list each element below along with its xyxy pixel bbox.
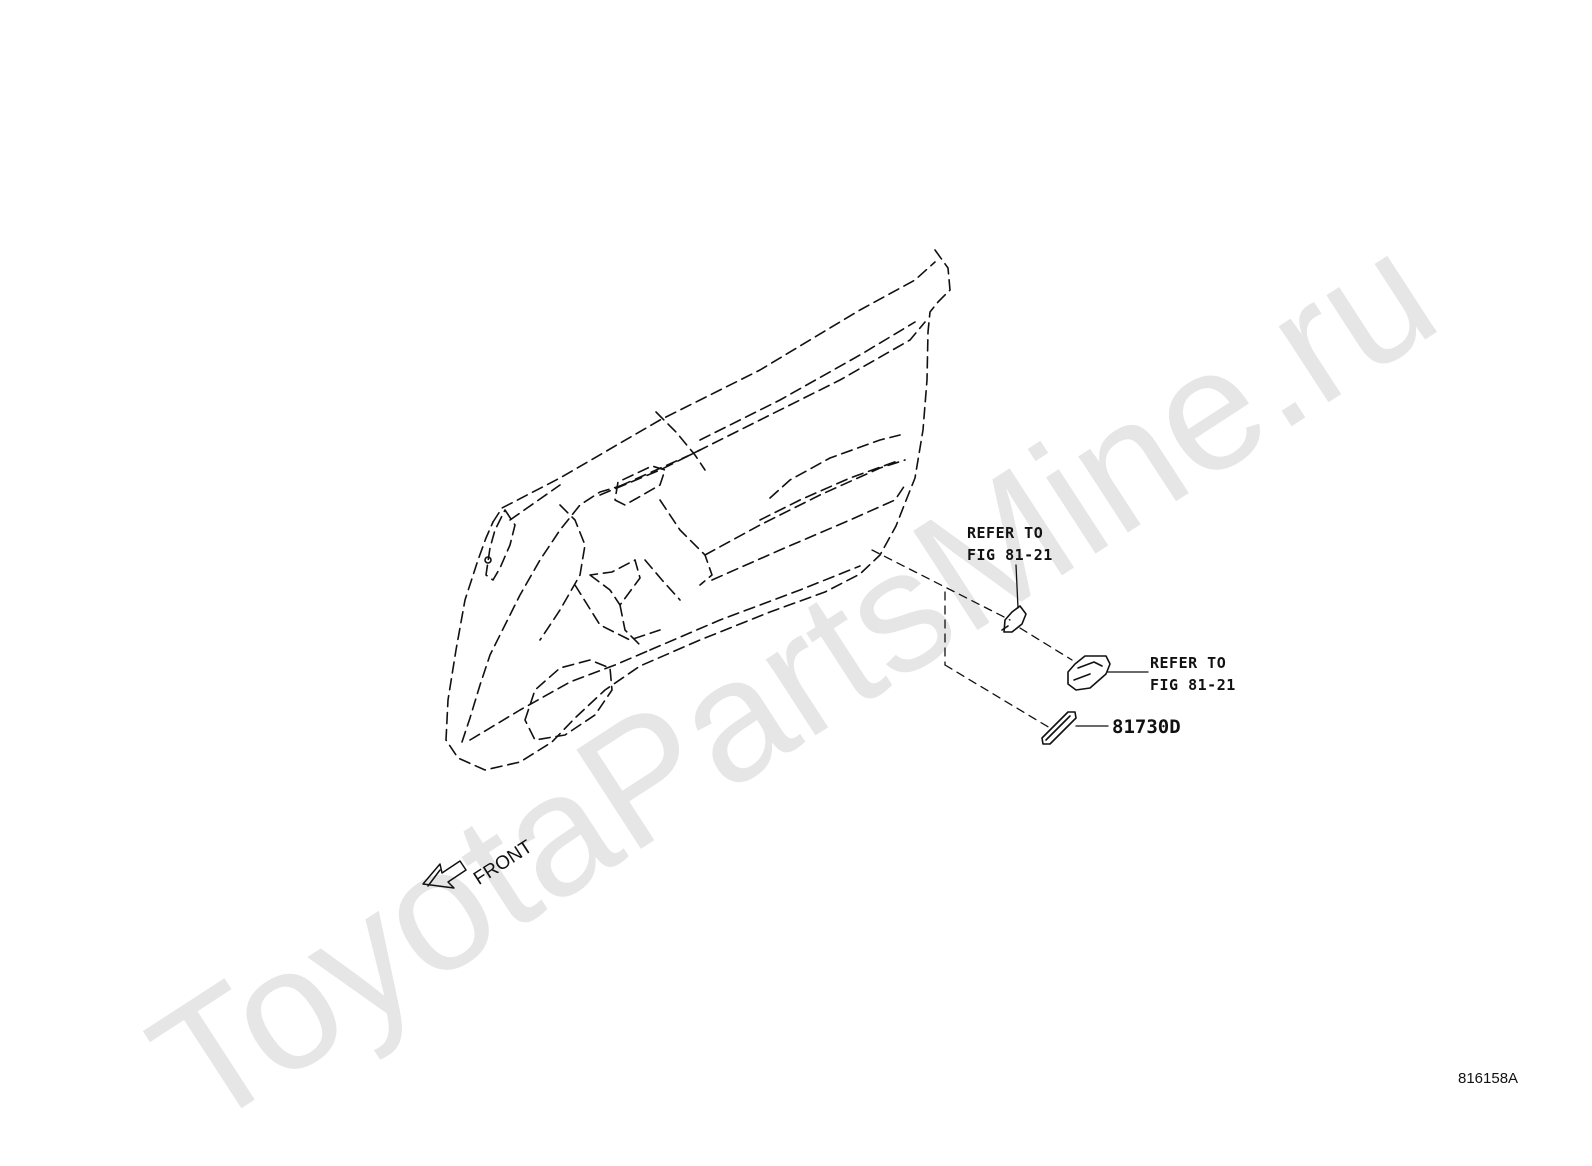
refer-top-leader: [1015, 564, 1019, 609]
clip-part: [1001, 605, 1027, 633]
front-arrow-icon: [422, 860, 467, 889]
panel-hole: [484, 556, 492, 564]
diagram-drawing: [422, 249, 1149, 889]
refer-label-right: REFER TO FIG 81-21: [1150, 654, 1236, 694]
refer-label-top: REFER TO FIG 81-21: [967, 524, 1053, 564]
part-number-label: 81730D: [1112, 716, 1181, 738]
parts-diagram: ToyotaPartsMine.ru: [120, 195, 1519, 1163]
assembly-leader-lines: [871, 549, 1073, 729]
diagram-code: 816158A: [1458, 1070, 1519, 1087]
lamp-part-81730d: [1041, 711, 1077, 745]
switch-bezel-part: [1067, 655, 1111, 691]
door-trim-panel: [445, 249, 951, 771]
